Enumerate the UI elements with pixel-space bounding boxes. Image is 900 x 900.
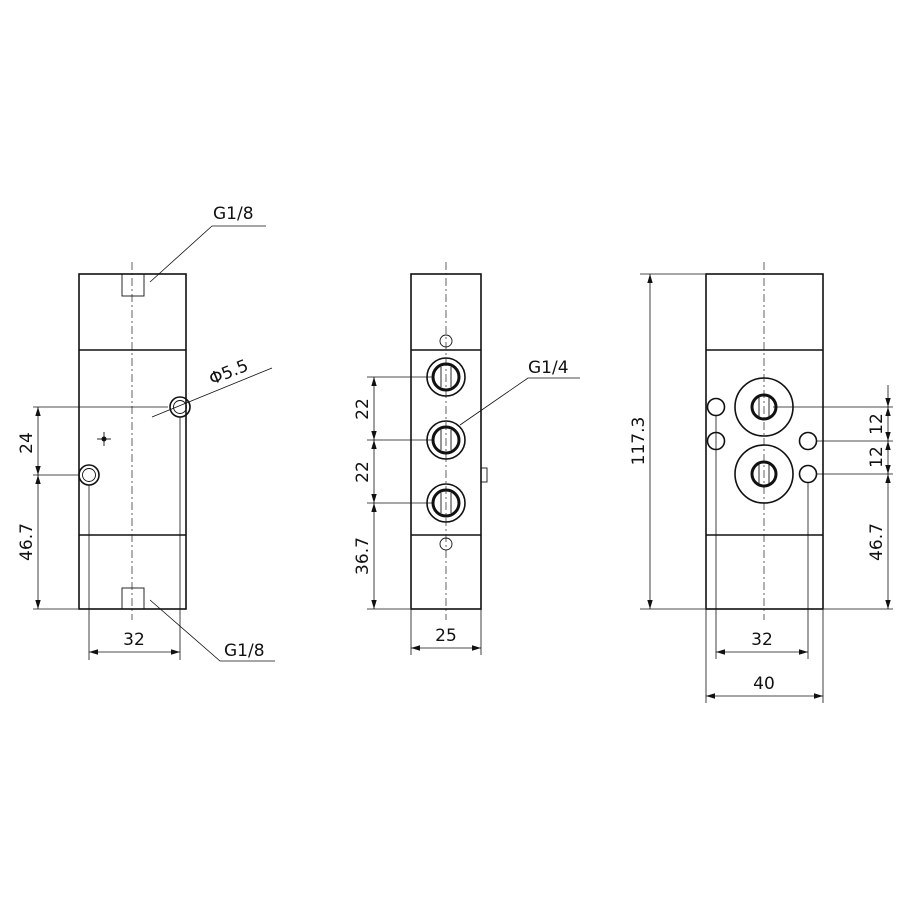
label-dim-12-a: 12 <box>867 413 887 435</box>
label-dim-36-7: 36.7 <box>353 537 373 575</box>
left-mount-hole-upper-inner <box>173 400 187 414</box>
label-dim-22-a: 22 <box>353 398 373 420</box>
right-small-hole-1 <box>706 397 726 417</box>
label-port-bottom: G1/8 <box>224 641 265 661</box>
middle-small-hole-bottom <box>439 537 453 551</box>
label-dim-46-7-right: 46.7 <box>867 523 887 561</box>
right-body-outline <box>705 273 824 610</box>
right-view: 117.3 12 12 46.7 32 40 <box>629 262 893 703</box>
leader-bottom-port <box>149 599 275 662</box>
leader-hole-dia <box>151 367 273 418</box>
label-dim-32-left: 32 <box>123 630 145 650</box>
leader-top-port <box>149 225 266 283</box>
left-mount-hole-upper <box>169 396 191 418</box>
middle-view: G1/4 22 22 36.7 25 <box>353 262 580 655</box>
right-small-hole-4 <box>798 464 818 484</box>
right-small-hole-3 <box>798 431 818 451</box>
label-dim-46-7-left: 46.7 <box>17 523 37 561</box>
label-dim-25: 25 <box>435 626 457 646</box>
left-top-port <box>121 273 145 297</box>
left-mount-hole-lower <box>78 464 100 486</box>
label-dim-12-b: 12 <box>867 446 887 468</box>
label-port-top: G1/8 <box>213 204 254 224</box>
label-dim-22-b: 22 <box>353 461 373 483</box>
label-dim-32-right: 32 <box>751 630 773 650</box>
label-hole-dia: Φ5.5 <box>206 356 251 390</box>
label-dim-117-3: 117.3 <box>629 417 649 466</box>
middle-side-tab <box>480 467 488 483</box>
label-dim-24: 24 <box>17 432 37 454</box>
leader-g14 <box>459 377 580 426</box>
right-port-lower <box>734 444 794 504</box>
left-bottom-port <box>121 587 145 610</box>
left-body-outline <box>78 273 187 610</box>
left-mount-hole-lower-inner <box>82 468 96 482</box>
label-dim-40: 40 <box>753 674 775 694</box>
left-view: G1/8 G1/8 Φ5.5 24 46.7 32 <box>17 204 275 662</box>
middle-small-hole-top <box>439 334 453 348</box>
label-port-g14: G1/4 <box>528 358 569 378</box>
